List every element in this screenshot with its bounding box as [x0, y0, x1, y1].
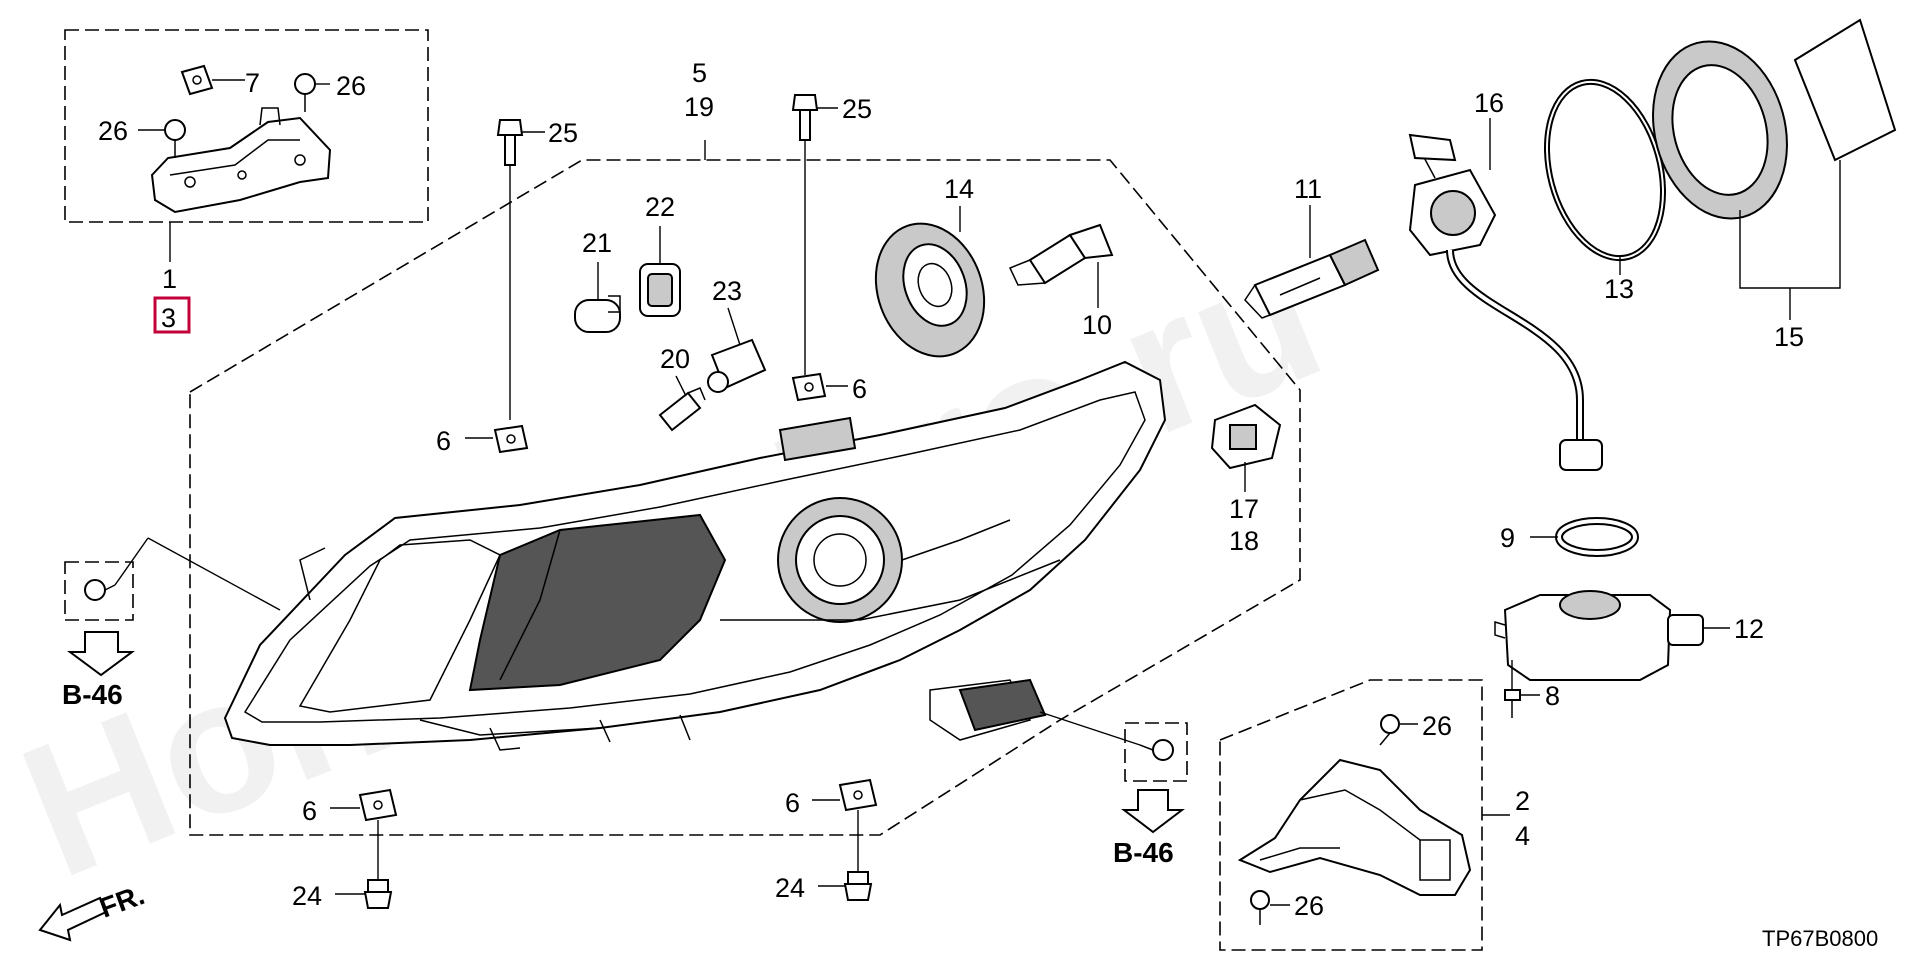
- hid-bulb-11[interactable]: [1244, 238, 1380, 319]
- ref-arrow-left: [66, 631, 136, 677]
- callout-20[interactable]: 20: [660, 344, 690, 374]
- diagram-code: TP67B0800: [1762, 926, 1878, 951]
- callout-25-b[interactable]: 25: [842, 94, 872, 124]
- screw-26-b[interactable]: [164, 119, 186, 158]
- bolt-24-left[interactable]: [363, 879, 393, 909]
- screw-26-c[interactable]: [1379, 714, 1400, 746]
- callout-2[interactable]: 2: [1515, 786, 1530, 816]
- callout-24-a[interactable]: 24: [292, 881, 322, 911]
- callout-6-b[interactable]: 6: [852, 374, 867, 404]
- callout-6-c[interactable]: 6: [302, 796, 317, 826]
- seal-ring-13[interactable]: [1529, 69, 1682, 271]
- connector-17-18[interactable]: [1210, 403, 1282, 470]
- clip-nut-7[interactable]: [180, 64, 214, 96]
- callout-9[interactable]: 9: [1500, 523, 1515, 553]
- callout-8[interactable]: 8: [1545, 681, 1560, 711]
- bolt-25-right[interactable]: [791, 94, 819, 141]
- callout-5[interactable]: 5: [692, 58, 707, 88]
- grommet-left[interactable]: [84, 579, 116, 601]
- grommet-right[interactable]: [1139, 739, 1174, 761]
- grommet-box-left: [64, 561, 134, 621]
- socket-22[interactable]: [639, 263, 681, 317]
- callout-3-highlight[interactable]: 3: [161, 303, 176, 333]
- grommet-box-right: [1124, 722, 1188, 782]
- callout-4[interactable]: 4: [1515, 821, 1530, 851]
- bulb-21[interactable]: [574, 295, 621, 333]
- bracket-kit-box: [64, 29, 429, 223]
- headlight-assembly-outline: [189, 159, 1301, 836]
- callout-23[interactable]: 23: [712, 276, 742, 306]
- reference-label-left[interactable]: B-46: [62, 679, 123, 710]
- callout-1[interactable]: 1: [162, 264, 177, 294]
- callout-10[interactable]: 10: [1082, 310, 1112, 340]
- callout-24-b[interactable]: 24: [775, 873, 805, 903]
- bracket-2-4[interactable]: [1237, 758, 1472, 896]
- callout-22[interactable]: 22: [645, 192, 675, 222]
- cover-15[interactable]: [1634, 18, 1897, 234]
- callout-labels: 1 3 7 26 26 5 19 25 25 6 6 6 6 21 22 23 …: [98, 58, 1804, 921]
- reference-label-right[interactable]: B-46: [1113, 837, 1174, 868]
- screw-26-a[interactable]: [294, 73, 316, 112]
- bolt-25-left[interactable]: [496, 119, 524, 166]
- callout-26-c[interactable]: 26: [1422, 711, 1452, 741]
- callout-26-a[interactable]: 26: [336, 71, 366, 101]
- bolt-24-right[interactable]: [843, 871, 873, 901]
- callout-13[interactable]: 13: [1604, 274, 1634, 304]
- ring-9[interactable]: [1555, 517, 1639, 557]
- callout-26-d[interactable]: 26: [1294, 891, 1324, 921]
- callout-15[interactable]: 15: [1774, 322, 1804, 352]
- callout-19[interactable]: 19: [684, 92, 714, 122]
- callout-21[interactable]: 21: [582, 228, 612, 258]
- screw-8[interactable]: [1504, 689, 1521, 718]
- clip-nut-6-c[interactable]: [358, 788, 398, 822]
- callout-16[interactable]: 16: [1474, 88, 1504, 118]
- callout-17[interactable]: 17: [1229, 494, 1259, 524]
- bulb-23[interactable]: [707, 338, 767, 393]
- bulb-10[interactable]: [1008, 223, 1114, 286]
- callout-11[interactable]: 11: [1294, 174, 1322, 204]
- ignitor-16[interactable]: [1408, 133, 1603, 471]
- headlight-unit[interactable]: [223, 360, 1167, 751]
- callout-6-d[interactable]: 6: [785, 788, 800, 818]
- callout-14[interactable]: 14: [944, 174, 974, 204]
- ballast-12[interactable]: [1494, 590, 1704, 681]
- bulb-20[interactable]: [658, 387, 706, 432]
- callout-18[interactable]: 18: [1229, 526, 1259, 556]
- clip-nut-6-d[interactable]: [838, 778, 878, 812]
- clip-nut-6-a[interactable]: [493, 424, 529, 454]
- bracket-kit-part[interactable]: [150, 107, 332, 214]
- callout-12[interactable]: 12: [1734, 614, 1764, 644]
- clip-nut-6-b[interactable]: [791, 372, 827, 402]
- callout-6-a[interactable]: 6: [436, 426, 451, 456]
- callout-26-b[interactable]: 26: [98, 116, 128, 146]
- callout-7[interactable]: 7: [245, 68, 260, 98]
- dust-cover-14[interactable]: [858, 208, 1002, 371]
- ref-arrow-right: [1121, 789, 1185, 834]
- kit-highlight-box: [153, 296, 191, 334]
- screw-26-d[interactable]: [1250, 890, 1270, 925]
- callout-25-a[interactable]: 25: [548, 118, 578, 148]
